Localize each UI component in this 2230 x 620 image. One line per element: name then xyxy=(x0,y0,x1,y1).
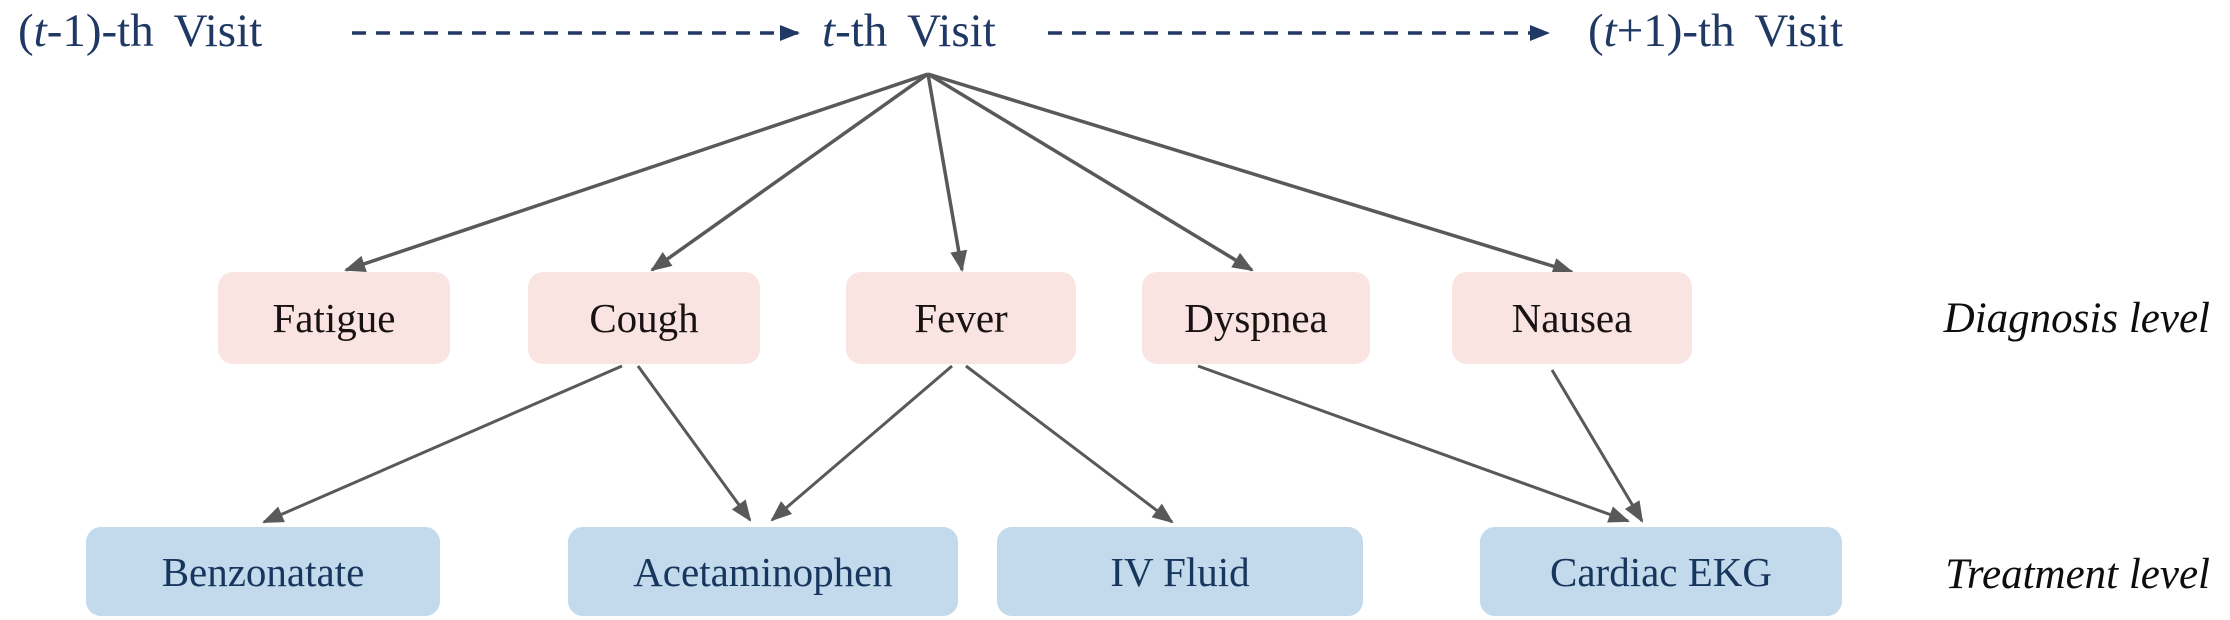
edge-visit-fatigue xyxy=(343,72,929,272)
treatment-node-label: IV Fluid xyxy=(1110,548,1250,595)
diagnosis-node-cough: Cough xyxy=(528,272,760,364)
treatment-node-label: Cardiac EKG xyxy=(1550,548,1772,595)
treatment-node-label: Benzonatate xyxy=(161,548,365,595)
diagnosis-node-dyspnea: Dyspnea xyxy=(1142,272,1370,364)
edge-fever-ivfluid xyxy=(965,364,1174,524)
visit-label-next-part: ( xyxy=(1588,5,1604,57)
edge-nausea-cardiacekg xyxy=(1550,369,1644,523)
diagnosis-node-fatigue: Fatigue xyxy=(218,272,450,364)
visit-label-current: t-th Visit xyxy=(822,5,996,58)
edge-visit-dyspnea xyxy=(927,72,1254,272)
visit-label-prev-part: ( xyxy=(18,5,34,57)
edge-fever-acetaminophen xyxy=(770,364,953,522)
visit-label-prev: (t-1)-th Visit xyxy=(18,5,263,58)
visit-label-next-t: t xyxy=(1603,5,1617,57)
visit-label-prev-t: t xyxy=(33,5,47,57)
visit-label-current-t: t xyxy=(822,5,836,57)
diagnosis-node-label: Dyspnea xyxy=(1184,295,1328,341)
edge-cough-benzonatate xyxy=(262,364,623,524)
edge-visit-fever xyxy=(926,73,968,273)
diagnosis-node-label: Fatigue xyxy=(272,295,396,341)
treatment-node-acetaminophen: Acetaminophen xyxy=(568,527,958,616)
diagnosis-node-label: Nausea xyxy=(1511,295,1633,341)
treatment-node-cardiacekg: Cardiac EKG xyxy=(1480,527,1842,616)
diagnosis-node-label: Fever xyxy=(914,295,1008,341)
treatment-node-benzonatate: Benzonatate xyxy=(86,527,440,616)
edge-dyspnea-cardiacekg xyxy=(1197,364,1630,523)
visit-label-prev-part: -1)-th Visit xyxy=(46,5,263,57)
edge-visit-cough xyxy=(650,72,930,272)
visit-label-current-part: -th Visit xyxy=(835,5,996,57)
treatment-level-label: Treatment level xyxy=(1945,551,2210,598)
treatment-node-ivfluid: IV Fluid xyxy=(997,527,1363,616)
treatment-node-label: Acetaminophen xyxy=(633,548,893,595)
edge-cough-acetaminophen xyxy=(636,365,752,522)
visit-label-next: (t+1)-th Visit xyxy=(1588,5,1844,58)
edge-visit-nausea xyxy=(927,72,1575,275)
diagnosis-node-nausea: Nausea xyxy=(1452,272,1692,364)
diagnosis-level-label: Diagnosis level xyxy=(1943,295,2210,342)
visit-label-next-part: +1)-th Visit xyxy=(1616,5,1844,57)
diagnosis-node-label: Cough xyxy=(589,295,699,341)
diagnosis-node-fever: Fever xyxy=(846,272,1076,364)
